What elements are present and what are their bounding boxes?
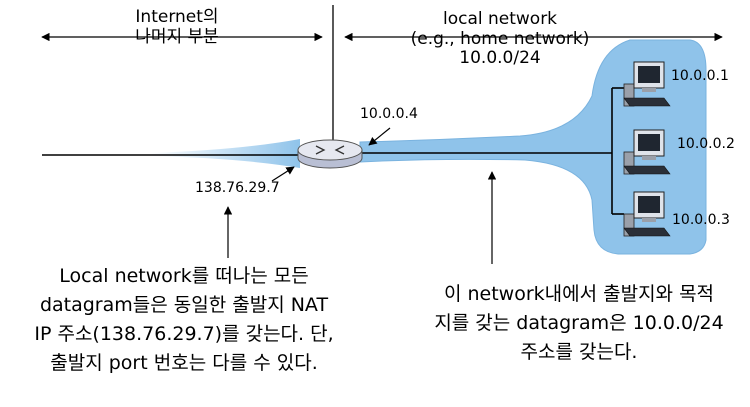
host-computer-icon [623,191,671,237]
host-ip-3: 10.0.0.3 [672,212,730,228]
router-lan-ip: 10.0.0.4 [360,106,418,122]
left-note: Local network를 떠나는 모든 datagram들은 동일한 출발지… [34,265,334,374]
internet-link-glow [150,139,300,168]
lan-ip-pointer [368,127,391,146]
host-ip-2: 10.0.0.2 [677,136,735,152]
router-wan-ip: 138.76.29.7 [195,180,280,196]
host-ip-1: 10.0.0.1 [671,68,729,84]
right-note: 이 network내에서 출발지와 목적 지를 갖는 datagram은 10.… [434,283,724,363]
host-computer-icon [623,61,671,107]
router-arrows-icon [315,145,345,155]
internet-rest-label: Internet의 나머지 부분 [135,7,219,47]
nat-router [297,139,363,169]
wan-ip-pointer [271,166,295,182]
host-computer-icon [623,129,671,175]
local-network-label: local network (e.g., home network) 10.0.… [410,9,590,69]
local-network-area [359,39,707,255]
